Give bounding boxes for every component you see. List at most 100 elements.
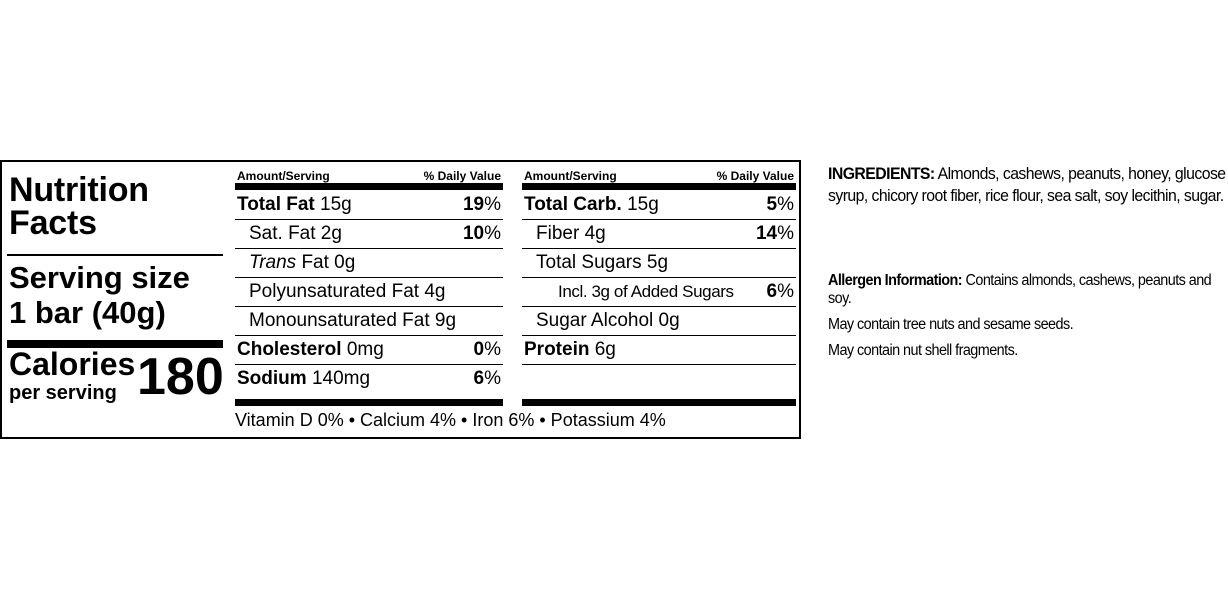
percent-sign: % (484, 339, 501, 360)
nutrient-name-bold: Total Fat (237, 194, 315, 215)
allergen-text: Contains almonds, cashews, peanuts and s… (828, 272, 1212, 307)
column-header: Amount/Serving % Daily Value (235, 168, 503, 184)
daily-value-number: 5 (766, 194, 778, 215)
nutrient-row: Protein 6g (522, 335, 796, 365)
percent-sign: % (484, 368, 501, 389)
daily-value-number: 6 (473, 368, 485, 389)
nutrient-row: Total Fat 15g 19% (235, 190, 503, 220)
daily-value: 14% (756, 219, 794, 248)
nutrient-name-text: Polyunsaturated Fat 4g (249, 281, 446, 302)
daily-value-number: 6 (766, 281, 778, 302)
nutrient-name-text: Monounsaturated Fat 9g (249, 310, 457, 331)
thick-divider (235, 399, 503, 406)
nutrient-amount: 15g (627, 194, 659, 215)
nutrient-name-text: Sugar Alcohol 0g (536, 310, 680, 331)
nutrient-name-text: Sat. Fat 2g (249, 223, 342, 244)
nutrient-row: Sugar Alcohol 0g (522, 306, 796, 336)
nutrient-column-2: Amount/Serving % Daily Value Total Carb.… (522, 162, 796, 407)
daily-value-number: 0 (473, 339, 485, 360)
percent-sign: % (777, 281, 794, 302)
nutrient-row: Total Carb. 15g 5% (522, 190, 796, 220)
divider (7, 254, 223, 256)
ingredients-text: Almonds, cashews, peanuts, honey, glucos… (828, 164, 1226, 205)
allergen-line-2: May contain tree nuts and sesame seeds. (828, 316, 1074, 333)
daily-value-number: 14 (755, 223, 778, 244)
title-line-2: Facts (9, 204, 97, 242)
nutrient-name: Sodium 140mg (237, 364, 370, 393)
daily-value: 10% (463, 219, 501, 248)
nutrient-row: Polyunsaturated Fat 4g (235, 277, 503, 307)
nutrient-name: Sugar Alcohol 0g (536, 306, 680, 335)
daily-value: 5% (767, 190, 794, 219)
serving-size: Serving size 1 bar (40g) (9, 260, 190, 330)
column-header: Amount/Serving % Daily Value (522, 168, 796, 184)
amount-serving-header: Amount/Serving (237, 169, 330, 183)
nutrient-amount: 15g (320, 194, 352, 215)
thick-divider (235, 183, 503, 190)
daily-value: 6% (474, 364, 501, 393)
nutrient-name: Monounsaturated Fat 9g (249, 306, 456, 335)
nutrient-row: Trans Fat 0g (235, 248, 503, 278)
nutrient-row: Sat. Fat 2g 10% (235, 219, 503, 249)
nutrient-name-bold: Cholesterol (237, 339, 342, 360)
ingredients-block: INGREDIENTS: Almonds, cashews, peanuts, … (828, 163, 1228, 207)
ingredients-heading: INGREDIENTS: (828, 164, 935, 183)
nutrient-name: Incl. 3g of Added Sugars (558, 277, 734, 306)
serving-size-label: Serving size (9, 260, 190, 295)
nutrient-row: Sodium 140mg 6% (235, 364, 503, 393)
nutrient-name: Total Carb. 15g (524, 190, 659, 219)
calories-label: Calories (9, 346, 136, 382)
daily-value: 0% (474, 335, 501, 364)
nutrition-facts-panel: Nutrition Facts Serving size 1 bar (40g)… (0, 160, 801, 439)
percent-sign: % (484, 223, 501, 244)
nutrient-name: Total Sugars 5g (536, 248, 668, 277)
nutrient-name: Total Fat 15g (237, 190, 352, 219)
nutrition-facts-title: Nutrition Facts (9, 171, 149, 242)
nutrient-amount: 6g (594, 339, 616, 360)
allergen-block: Allergen Information: Contains almonds, … (828, 272, 1228, 368)
calories-per-serving: per serving (9, 382, 117, 404)
nutrient-row: Incl. 3g of Added Sugars 6% (522, 277, 796, 307)
percent-sign: % (777, 223, 794, 244)
nutrient-row (522, 364, 796, 393)
vitamins-minerals: Vitamin D 0% • Calcium 4% • Iron 6% • Po… (235, 410, 666, 430)
nutrient-name-bold: Protein (524, 339, 590, 360)
nutrient-row: Total Sugars 5g (522, 248, 796, 278)
calories-value: 180 (137, 348, 224, 406)
daily-value-header: % Daily Value (716, 169, 794, 183)
nutrient-name: Protein 6g (524, 335, 616, 364)
nutrient-name: Trans Fat 0g (249, 248, 355, 277)
nutrient-column-1: Amount/Serving % Daily Value Total Fat 1… (235, 162, 503, 407)
nutrient-amount: 140mg (311, 368, 371, 389)
nutrient-row: Cholesterol 0mg 0% (235, 335, 503, 365)
nutrient-name: Fiber 4g (536, 219, 606, 248)
daily-value: 6% (767, 277, 794, 306)
serving-size-value: 1 bar (40g) (9, 295, 166, 330)
daily-value-number: 19 (462, 194, 485, 215)
nutrient-name-text: Total Sugars 5g (536, 252, 669, 273)
nutrient-name-italic: Trans (249, 252, 297, 273)
title-line-1: Nutrition (9, 171, 149, 209)
amount-serving-header: Amount/Serving (524, 169, 617, 183)
thick-divider (522, 399, 796, 406)
allergen-heading: Allergen Information: (828, 272, 963, 289)
percent-sign: % (484, 194, 501, 215)
nutrient-name-rest: Fat 0g (301, 252, 356, 273)
nutrient-name: Polyunsaturated Fat 4g (249, 277, 445, 306)
nutrient-name-bold: Total Carb. (524, 194, 622, 215)
thick-divider (522, 183, 796, 190)
daily-value-number: 10 (462, 223, 485, 244)
nutrient-name-text: Incl. 3g of Added Sugars (558, 282, 734, 301)
nutrient-row: Fiber 4g 14% (522, 219, 796, 249)
nutrient-name-text: Fiber 4g (536, 223, 606, 244)
nutrient-name: Cholesterol 0mg (237, 335, 384, 364)
nutrient-name: Sat. Fat 2g (249, 219, 342, 248)
allergen-line-3: May contain nut shell fragments. (828, 342, 1018, 359)
daily-value-header: % Daily Value (423, 169, 501, 183)
nutrition-left-panel: Nutrition Facts Serving size 1 bar (40g)… (7, 162, 224, 437)
thick-divider (7, 340, 223, 348)
percent-sign: % (777, 194, 794, 215)
nutrient-amount: 0mg (346, 339, 384, 360)
nutrient-row: Monounsaturated Fat 9g (235, 306, 503, 336)
nutrient-name-bold: Sodium (237, 368, 307, 389)
